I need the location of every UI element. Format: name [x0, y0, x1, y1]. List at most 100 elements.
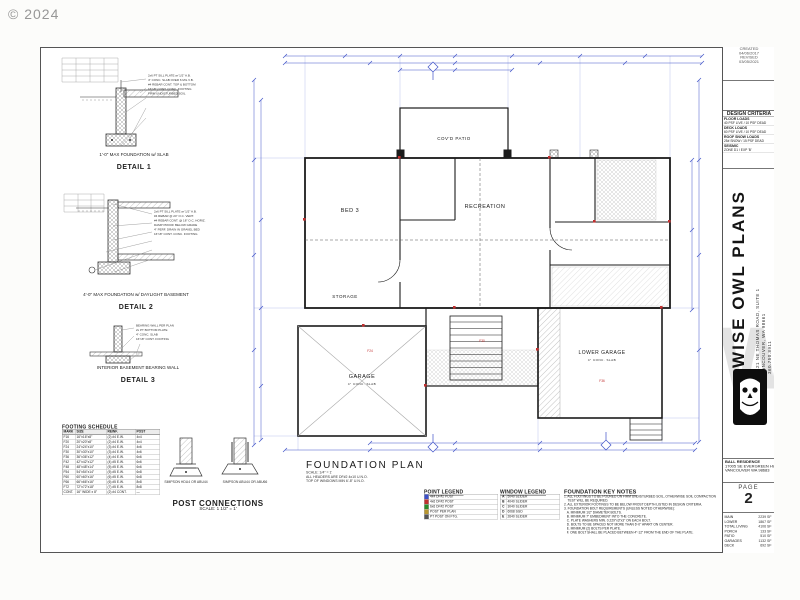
room-sub-garage: 4" CONC. SLAB: [348, 382, 376, 386]
detail-2-caption: 4'-0" MAX FOUNDATION w/ DAYLIGHT BASEMEN…: [83, 292, 189, 297]
table-cell: 60"x60"x16": [76, 475, 107, 480]
svg-text:F36: F36: [599, 379, 605, 383]
detail-2: 2x6 PT SILL PLATE w/ 1/2" A.B.#4 REBAR @…: [60, 192, 212, 320]
extension-lines: [254, 56, 699, 450]
detail-1-annotations: 2x6 PT SILL PLATE w/ 1/2" A.B.4" CONC. S…: [148, 74, 206, 136]
detail-2-drawing: [63, 193, 175, 275]
room-label-garage: GARAGE: [349, 374, 376, 380]
table-cell: 25# SNOW / 15 PSF DEAD: [724, 139, 764, 143]
table-cell: 54"x54"x14": [76, 470, 107, 475]
table-cell: A: [501, 494, 507, 499]
detail-2-section: [76, 199, 175, 275]
table-cell: (5) #5 E.W.: [107, 470, 136, 475]
table-cell: 6x6 DF#2 POST: [429, 504, 498, 509]
table-cell: 1867 SF: [758, 520, 772, 524]
detail-1-caption: 1'-0" MAX FOUNDATION w/ SLAB: [99, 152, 169, 157]
table-cell: CONT.: [63, 490, 76, 495]
detail-2-annotations: 2x6 PT SILL PLATE w/ 1/2" A.B.#4 REBAR @…: [154, 210, 210, 272]
table-cell: 510 SF: [760, 534, 772, 539]
table-cell: —: [136, 490, 160, 495]
table-cell: 30"x30"x10": [76, 450, 107, 455]
post-connection-item-label: SIMPSON ABU44 OR ABU66: [223, 480, 268, 484]
note-line: 4" PERF. DRAIN IN GRAVEL BED: [154, 228, 200, 232]
table-cell: F72: [63, 485, 76, 490]
copyright: © 2024: [8, 6, 60, 22]
project-address2: VANCOUVER WA 98683: [725, 468, 770, 473]
owl-logo: [733, 369, 767, 425]
table-cell: SEISMIC: [724, 144, 739, 149]
page-number: 2: [744, 490, 753, 507]
company-name: WISE OWL PLANS: [729, 190, 748, 368]
project-name: BALL RESIDENCE: [725, 459, 761, 464]
note-line: 4" CONC. SLAB OVER 6 MIL V.B.: [148, 79, 194, 82]
table-cell: 2640 SLIDER: [507, 514, 560, 519]
post-base-right: [221, 437, 259, 475]
table-cell: REINF.: [107, 429, 136, 434]
legend-swatch: [424, 504, 429, 509]
note-line: #4 REBAR CONT. @ 18" O.C. HORIZ.: [154, 219, 206, 223]
table-cell: 40 PSF LIVE / 10 PSF DEAD: [724, 121, 767, 125]
note-line: 2. ALL EXTERIOR FOOTINGS TO BE BELOW FRO…: [564, 503, 703, 507]
dimension-ticks: [251, 53, 705, 453]
svg-text:F24: F24: [367, 349, 373, 353]
room-label-patio: COV'D PATIO: [437, 136, 470, 141]
room-sub-lower-garage: 4" CONC. SLAB: [588, 358, 616, 362]
table-cell: F16: [63, 435, 76, 440]
table-cell: 24"x24"x10": [76, 445, 107, 450]
note-line: E. MINIMUM (2) BOLTS PER PLATE.: [564, 527, 621, 531]
note-line: BEARING WALL PER PLAN: [136, 324, 174, 328]
table-cell: PORCH: [724, 529, 738, 534]
plan-notes: SCALE: 1/4" = 1'ALL HEADERS ARE DF#2 4x1…: [306, 471, 456, 484]
room-label-bed3: BED 3: [341, 208, 359, 214]
table-cell: POST PER PLAN: [429, 509, 498, 514]
table-cell: F24: [63, 445, 76, 450]
table-cell: (2) #4 CONT.: [107, 490, 136, 495]
table-cell: 4x4: [136, 440, 160, 445]
note-line: 2x PT BOTTOM PLATE: [136, 329, 168, 332]
title-block-spacer: [723, 81, 774, 111]
project-address1: 17005 SE EVERGREEN HWY: [725, 463, 774, 469]
table-cell: F54: [63, 470, 76, 475]
post-base-left: [169, 437, 203, 477]
table-cell: 5040 SLIDER: [507, 494, 560, 499]
dimension-lines: [253, 55, 702, 451]
table-cell: DECK: [724, 544, 735, 548]
table-cell: 42"x42"x12": [76, 460, 107, 465]
table-cell: 6x6: [136, 465, 160, 470]
note-line: DAMP PROOF BELOW GRADE: [154, 224, 198, 227]
table-cell: F30: [63, 450, 76, 455]
owl-icon: [740, 378, 760, 415]
table-cell: 4x6: [136, 450, 160, 455]
detail-3-section: [89, 325, 143, 364]
window-legend-title: WINDOW LEGEND: [500, 489, 547, 496]
table-cell: ZONE D1 / EXP 'B': [724, 148, 752, 152]
table-cell: 20"x20"x8": [76, 440, 107, 445]
key-notes-title: FOUNDATION KEY NOTES: [564, 489, 637, 496]
room-label-recreation: RECREATION: [465, 204, 506, 210]
note-line: #4 REBAR CONT. TOP & BOTTOM: [148, 83, 196, 87]
table-cell: F66: [63, 480, 76, 485]
detail-1-label: DETAIL 1: [116, 164, 152, 171]
detail-2-label: DETAIL 2: [118, 304, 154, 311]
table-cell: F60: [63, 475, 76, 480]
table-cell: 8x8: [136, 485, 160, 490]
table-cell: 36"x36"x12": [76, 455, 107, 460]
table-cell: 16"x16"x8": [76, 435, 107, 440]
